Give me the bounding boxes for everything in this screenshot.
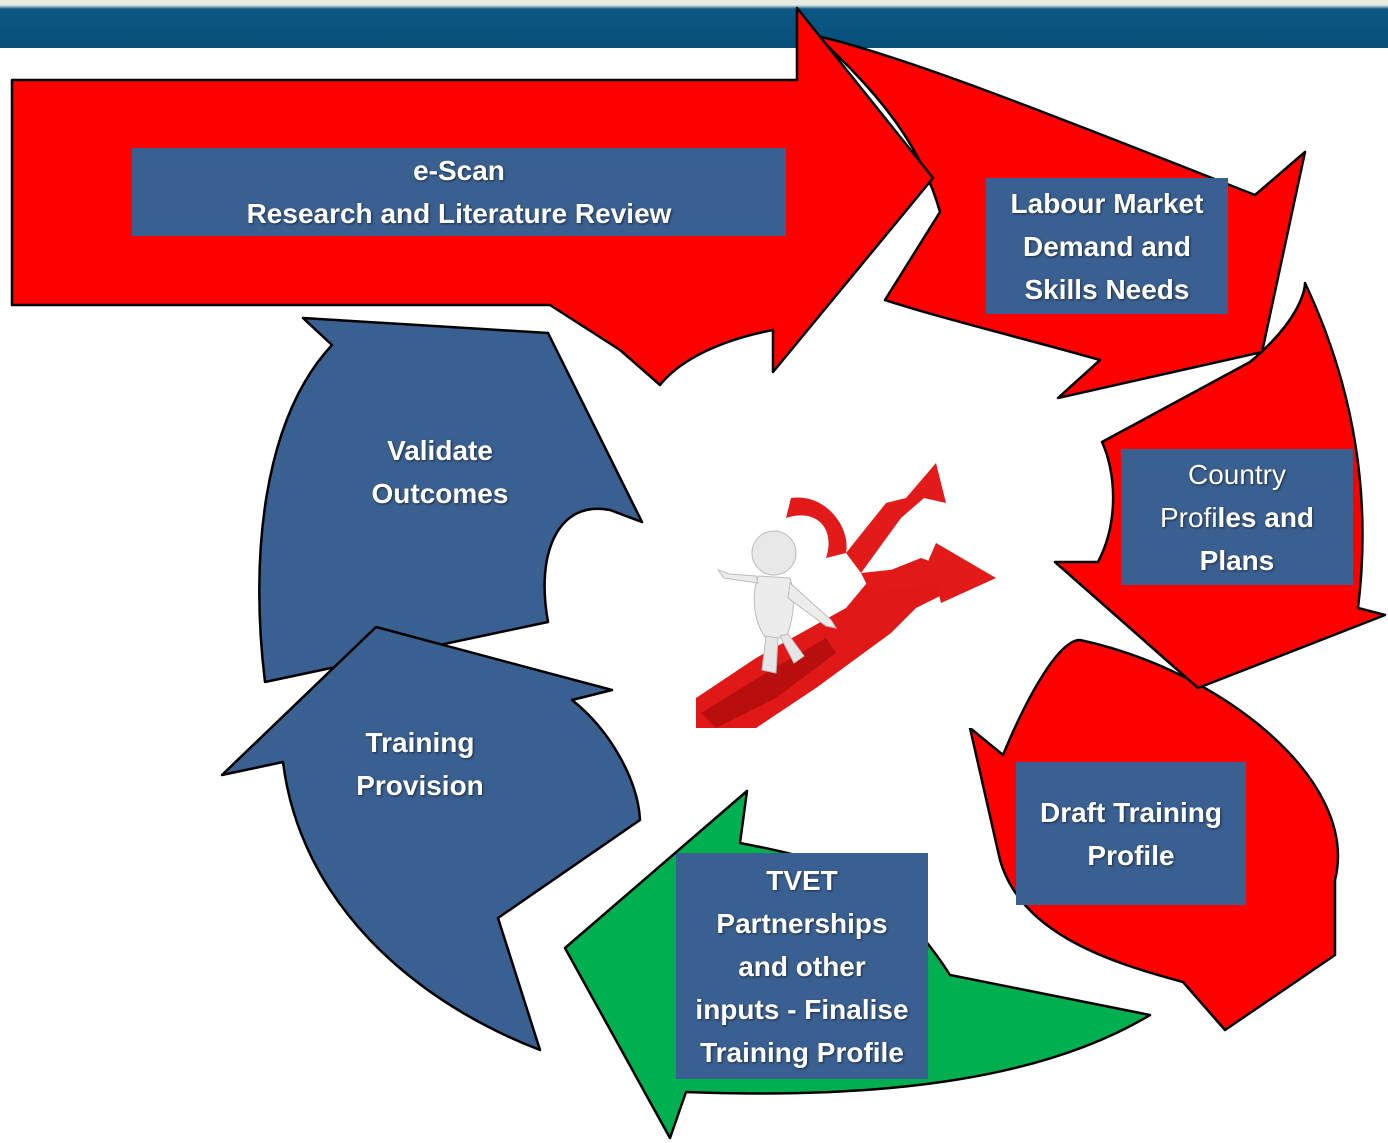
header-bar xyxy=(0,0,1388,48)
arrow-validate-outcomes xyxy=(258,316,644,684)
arrow-training-provision xyxy=(220,625,642,1052)
person-at-crossroads-icon xyxy=(696,458,1003,728)
label-country-profiles: Country Profiles and Plans xyxy=(1121,449,1353,585)
label-escan: e-Scan Research and Literature Review xyxy=(132,148,786,236)
label-labour-market: Labour Market Demand and Skills Needs xyxy=(986,178,1228,314)
label-draft-training-profile: Draft Training Profile xyxy=(1016,762,1246,905)
label-validate-outcomes: Validate Outcomes xyxy=(371,435,509,509)
label-training-provision: Training Provision xyxy=(356,727,484,801)
label-tvet: TVET Partnerships and other inputs - Fin… xyxy=(676,853,928,1079)
